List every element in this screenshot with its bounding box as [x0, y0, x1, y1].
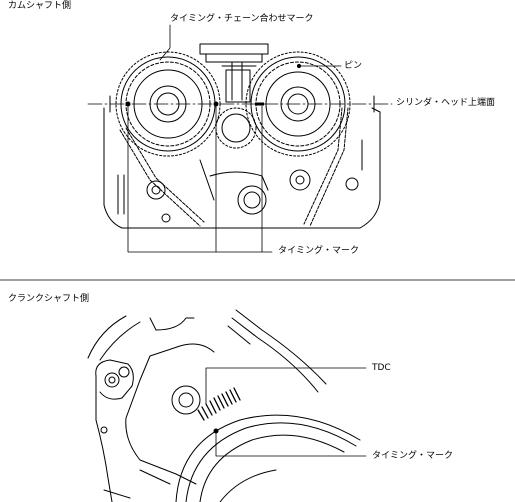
crankshaft-side-drawing [87, 309, 367, 502]
center-timing-mark [213, 101, 219, 107]
right-chain [303, 107, 349, 227]
tdc-label: TDC [372, 363, 391, 373]
pin-label: ピン [344, 61, 363, 71]
camshaft-side-drawing [87, 24, 393, 253]
center-sprocket [215, 107, 257, 149]
left-chain [119, 127, 205, 227]
right-chain-path [245, 51, 351, 157]
leader-timing-mark [127, 105, 273, 253]
crank-pulley-outer [175, 414, 361, 502]
camshaft-section-label: カムシャフト側 [8, 1, 72, 11]
leader-tdc [205, 367, 367, 405]
chain-guide-top [199, 43, 269, 63]
pin-dot [296, 63, 302, 69]
leader-crank-timing [215, 432, 367, 457]
right-timing-mark [255, 102, 264, 106]
top-timing-mark-label: タイミング・マーク [278, 246, 360, 256]
left-timing-mark [125, 101, 131, 107]
crank-timing-mark [213, 428, 219, 434]
timing-chain-mark-label: タイミング・チェーン合わせマーク [170, 14, 314, 24]
bottom-timing-mark-label: タイミング・マーク [372, 451, 454, 461]
block-outline [95, 355, 197, 502]
crankshaft-section-label: クランクシャフト側 [8, 294, 90, 304]
crank-bolt [171, 385, 201, 415]
leader-chain-mark [159, 24, 171, 61]
timing-scale [197, 387, 241, 421]
cylinder-head-outline [103, 107, 381, 229]
cylinder-head-surface-label: シリンダ・ヘッド上端面 [396, 98, 496, 108]
